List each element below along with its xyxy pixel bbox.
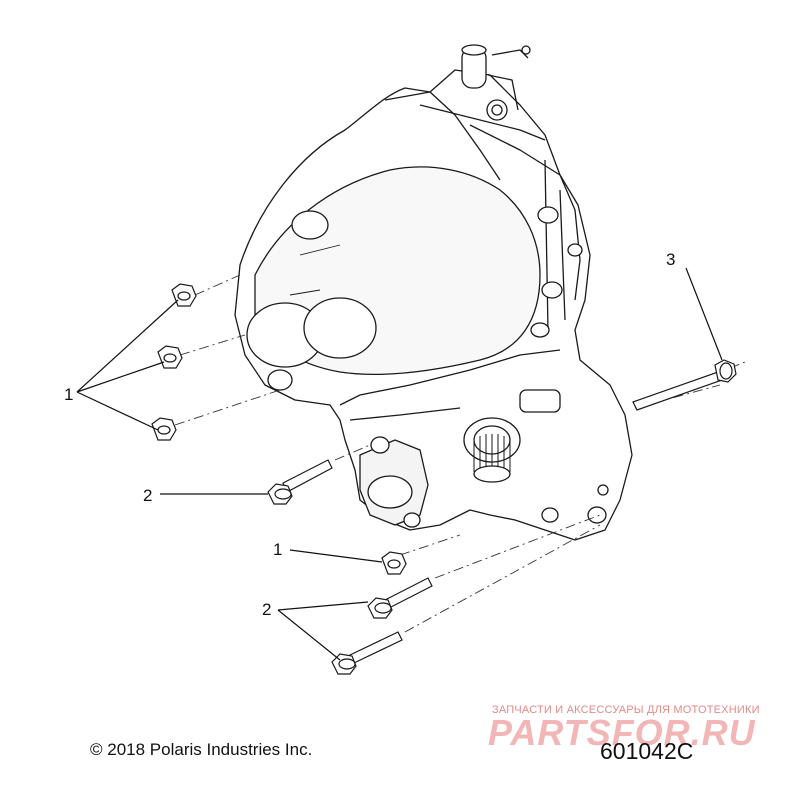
callout-1-top: 1 bbox=[64, 385, 73, 404]
flange-nut-2 bbox=[157, 345, 183, 369]
callout-3: 3 bbox=[666, 250, 675, 269]
flange-bolt-3 bbox=[331, 631, 403, 675]
flange-nut-4 bbox=[381, 551, 407, 575]
callout-2-top: 2 bbox=[143, 486, 152, 505]
leader-lines bbox=[76, 267, 723, 661]
flange-bolt-1 bbox=[267, 459, 333, 505]
figure-number: 601042C bbox=[600, 738, 694, 764]
long-flange-bolt bbox=[632, 359, 737, 411]
watermark-logo: PARTSFOR.RU bbox=[488, 712, 756, 753]
callout-1-bottom: 1 bbox=[273, 540, 282, 559]
callout-2-bottom: 2 bbox=[262, 600, 271, 619]
flange-bolt-2 bbox=[367, 577, 433, 619]
alignment-lines bbox=[174, 274, 746, 633]
gearbox-housing bbox=[234, 44, 633, 541]
copyright-text: © 2018 Polaris Industries Inc. bbox=[90, 740, 313, 759]
watermark-tagline: ЗАПЧАСТИ И АКСЕССУАРЫ ДЛЯ МОТОТЕХНИКИ bbox=[492, 704, 760, 716]
flange-nut-3 bbox=[151, 417, 177, 441]
